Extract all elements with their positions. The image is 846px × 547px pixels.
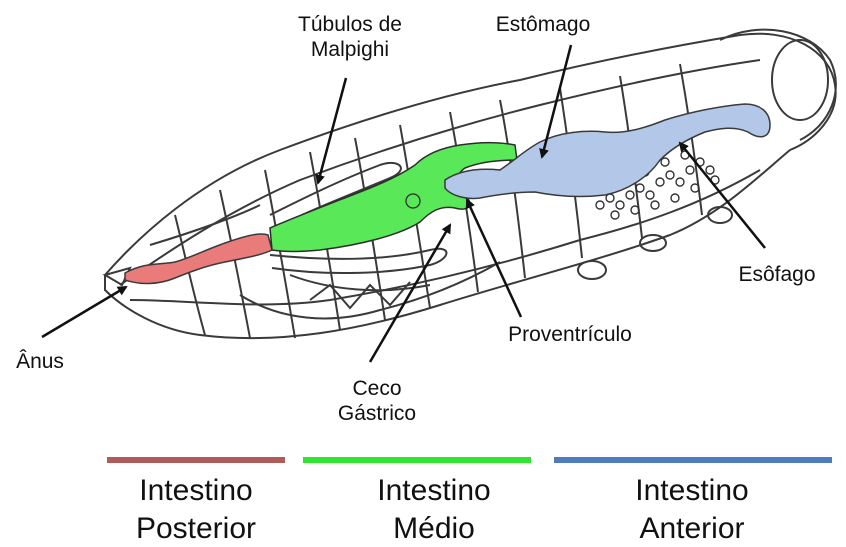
arrow-icon xyxy=(467,200,521,317)
section-bar-posterior xyxy=(107,457,285,463)
label-tubulos-line1: Túbulos de xyxy=(280,12,420,37)
section-posterior-line1: Intestino xyxy=(106,472,286,510)
label-tubulos-de-malpighi: Túbulos de Malpighi xyxy=(280,12,420,62)
section-label-anterior: Intestino Anterior xyxy=(592,472,792,547)
label-ceco-line2: Gástrico xyxy=(317,401,437,426)
section-bar-anterior xyxy=(554,457,832,463)
label-proventriculo: Proventrículo xyxy=(500,322,640,347)
label-tubulos-line2: Malpighi xyxy=(280,37,420,62)
label-estomago: Estômago xyxy=(483,12,603,37)
section-medio-line2: Médio xyxy=(334,510,534,547)
label-esofago: Esôfago xyxy=(722,262,832,287)
label-ceco-line1: Ceco xyxy=(317,376,437,401)
label-anus: Ânus xyxy=(4,349,76,374)
arrow-icon xyxy=(370,225,450,362)
section-anterior-line2: Anterior xyxy=(592,510,792,547)
section-anterior-line1: Intestino xyxy=(592,472,792,510)
hindgut-shape xyxy=(125,234,272,284)
label-ceco-gastrico: Ceco Gástrico xyxy=(317,376,437,426)
section-posterior-line2: Posterior xyxy=(106,510,286,547)
section-bar-medio xyxy=(303,457,531,463)
section-medio-line1: Intestino xyxy=(334,472,534,510)
arrow-icon xyxy=(680,143,765,248)
arrow-icon xyxy=(42,287,126,337)
section-label-medio: Intestino Médio xyxy=(334,472,534,547)
section-label-posterior: Intestino Posterior xyxy=(106,472,286,547)
